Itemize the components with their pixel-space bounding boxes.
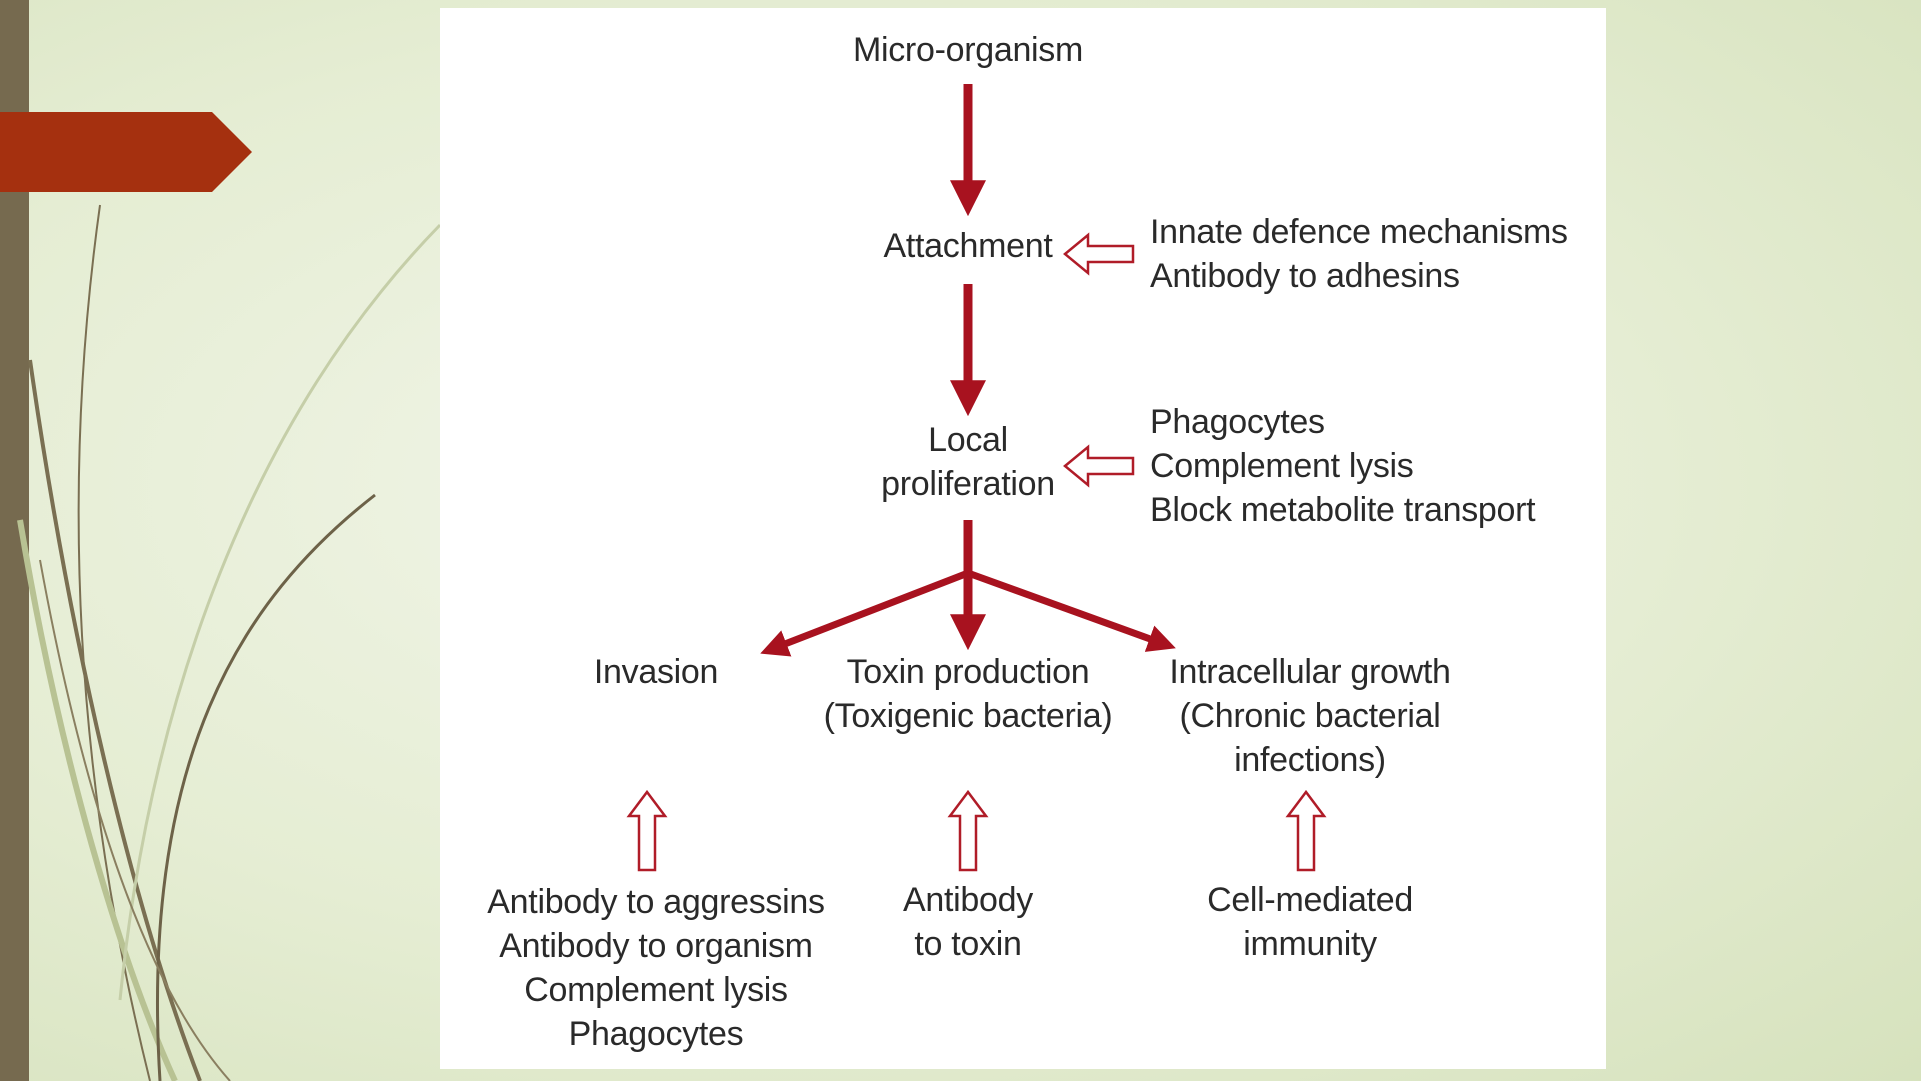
hollow-arrow-attachment (1063, 232, 1135, 276)
arrow-to-intracellular (966, 569, 1176, 652)
hollow-arrow-invasion-defence (626, 789, 668, 872)
proliferation-defence-3: Block metabolite transport (1150, 491, 1536, 529)
node-invasion: Invasion (593, 653, 719, 691)
arrow-to-invasion (760, 569, 970, 657)
node-local-proliferation-line1: Local (928, 421, 1008, 459)
slide-title-banner (0, 112, 252, 192)
hollow-arrow-proliferation (1063, 444, 1135, 488)
node-toxin-production-line1: Toxin production (846, 653, 1090, 691)
intracellular-defence-line2: immunity (1243, 925, 1377, 963)
node-attachment: Attachment (883, 227, 1053, 265)
invasion-defence-4: Phagocytes (568, 1015, 744, 1053)
hollow-arrow-toxin-defence (947, 789, 989, 872)
toxin-defence-line2: to toxin (914, 925, 1022, 963)
invasion-defence-3: Complement lysis (524, 971, 788, 1009)
diagram-arrows (626, 84, 1327, 872)
invasion-defence-1: Antibody to aggressins (487, 883, 825, 921)
attachment-defence-1: Innate defence mechanisms (1150, 213, 1568, 251)
pathogenesis-diagram-card: Micro-organism Attachment Innate defence… (440, 8, 1606, 1069)
proliferation-defence-1: Phagocytes (1150, 403, 1325, 441)
node-intracellular-growth-line1: Intracellular growth (1169, 653, 1451, 691)
attachment-defence-2: Antibody to adhesins (1150, 257, 1460, 295)
decorative-grass-strokes (17, 204, 440, 1081)
node-toxin-production-line2: (Toxigenic bacteria) (823, 697, 1113, 735)
invasion-defence-2: Antibody to organism (499, 927, 813, 965)
intracellular-defence-line1: Cell-mediated (1207, 881, 1413, 919)
node-intracellular-growth-line3: infections) (1234, 741, 1386, 779)
node-micro-organism: Micro-organism (852, 31, 1084, 69)
hollow-arrow-intracellular-defence (1285, 789, 1327, 872)
node-local-proliferation-line2: proliferation (881, 465, 1055, 503)
node-intracellular-growth-line2: (Chronic bacterial (1179, 697, 1441, 735)
toxin-defence-line1: Antibody (903, 881, 1033, 919)
proliferation-defence-2: Complement lysis (1150, 447, 1414, 485)
